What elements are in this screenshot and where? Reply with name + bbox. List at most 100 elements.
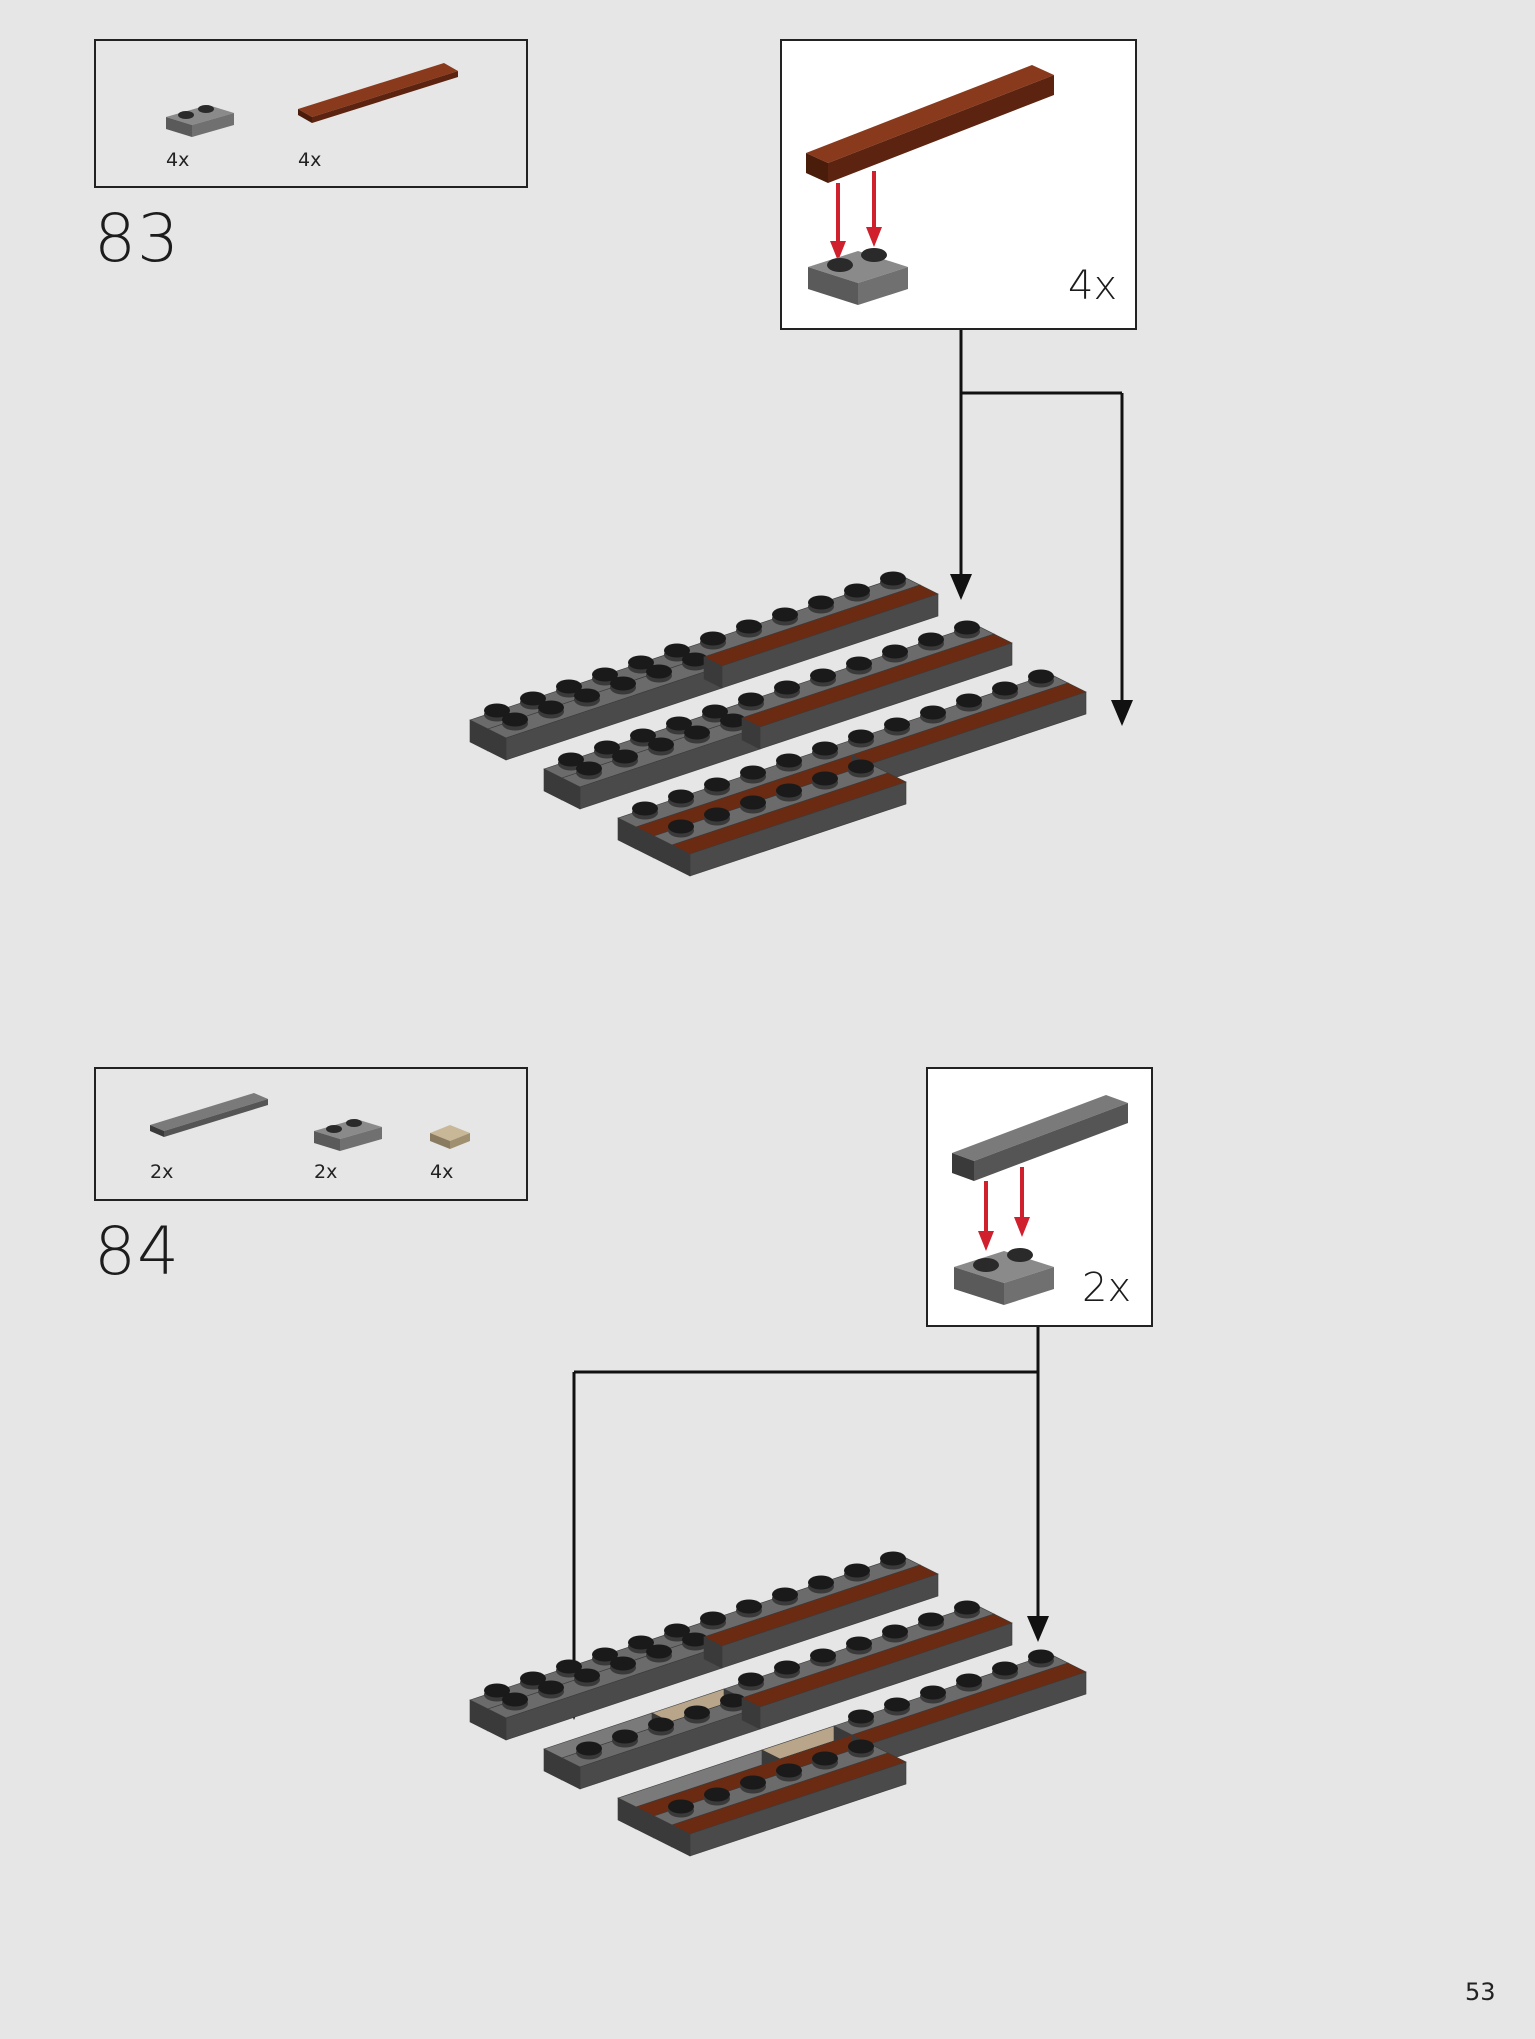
brown-tile-end bbox=[635, 1806, 655, 1839]
plate-1x2-gray-icon bbox=[166, 105, 234, 137]
stud bbox=[844, 587, 870, 602]
part-quantity: 2x bbox=[314, 1161, 338, 1183]
stud-top bbox=[628, 655, 654, 670]
stud-top bbox=[740, 765, 766, 780]
stud bbox=[576, 1745, 602, 1760]
stud-top bbox=[736, 1599, 762, 1614]
stud bbox=[776, 1767, 802, 1782]
step-number: 84 bbox=[94, 1213, 180, 1290]
plate-row-side bbox=[487, 584, 921, 752]
stud-top bbox=[592, 667, 618, 682]
stud-top bbox=[720, 1693, 746, 1708]
stud-top bbox=[992, 1661, 1018, 1676]
gray-tile-top bbox=[543, 1712, 671, 1759]
stud-top bbox=[740, 1775, 766, 1790]
plate-row-end bbox=[487, 728, 507, 761]
brown-tile-side bbox=[689, 781, 907, 877]
plate-row-side bbox=[741, 1613, 995, 1721]
plate-row-side bbox=[505, 1645, 723, 1741]
stud-top bbox=[810, 1648, 836, 1663]
stud bbox=[668, 823, 694, 838]
plate-row-end bbox=[561, 1757, 581, 1790]
stud bbox=[484, 707, 510, 722]
brown-tile-top bbox=[851, 1662, 1087, 1745]
brown-tile-side bbox=[759, 1622, 1013, 1730]
stud-top bbox=[538, 700, 564, 715]
brown-tile-top bbox=[703, 584, 939, 667]
stud-top bbox=[612, 749, 638, 764]
stud bbox=[812, 1755, 838, 1770]
stud bbox=[648, 741, 674, 756]
stud bbox=[954, 624, 980, 639]
stud-top bbox=[520, 1671, 546, 1686]
stud bbox=[594, 744, 620, 759]
brown-tile-end bbox=[671, 844, 691, 877]
stud-top bbox=[992, 681, 1018, 696]
stud-top bbox=[772, 607, 798, 622]
stud bbox=[556, 1663, 582, 1678]
stud bbox=[664, 1627, 690, 1642]
plate-row-end bbox=[561, 777, 581, 810]
stud-top bbox=[848, 1739, 874, 1754]
brown-tile-top bbox=[851, 682, 1087, 765]
stud-top bbox=[808, 1575, 834, 1590]
plate-row-side bbox=[487, 1564, 921, 1732]
stud-top bbox=[502, 1692, 528, 1707]
stud-top bbox=[918, 1612, 944, 1627]
stud bbox=[776, 787, 802, 802]
stud bbox=[700, 1615, 726, 1630]
stud-top bbox=[684, 1705, 710, 1720]
stud bbox=[682, 1636, 708, 1651]
tile-1x1-tan-icon bbox=[430, 1125, 470, 1149]
stud-top bbox=[776, 1763, 802, 1778]
stud bbox=[538, 704, 564, 719]
part-quantity: 4x bbox=[166, 149, 190, 171]
plate-row-side bbox=[671, 1752, 889, 1848]
stud-top bbox=[1028, 669, 1054, 684]
stud-top bbox=[646, 1644, 672, 1659]
stud-top bbox=[664, 1623, 690, 1638]
part-quantity: 2x bbox=[150, 1161, 174, 1183]
stud bbox=[576, 765, 602, 780]
stud bbox=[612, 753, 638, 768]
plate-row-top bbox=[833, 1653, 1069, 1736]
plate-row-top bbox=[617, 673, 1069, 828]
stud bbox=[956, 1677, 982, 1692]
tan-tile-end bbox=[761, 1749, 781, 1782]
stud-top bbox=[666, 716, 692, 731]
stud-top bbox=[682, 1632, 708, 1647]
brown-tile-side bbox=[653, 1743, 871, 1839]
brown-tile-end bbox=[703, 656, 723, 689]
stud-top bbox=[918, 632, 944, 647]
plate-row-top bbox=[469, 575, 921, 730]
stud bbox=[740, 799, 766, 814]
stud bbox=[704, 781, 730, 796]
stud-top bbox=[610, 1656, 636, 1671]
stud-top bbox=[956, 1673, 982, 1688]
stud-top bbox=[774, 1660, 800, 1675]
stud-top bbox=[812, 741, 838, 756]
stud bbox=[848, 1743, 874, 1758]
tan-tile-side bbox=[669, 1697, 743, 1745]
tan-tile-top bbox=[651, 1688, 743, 1723]
stud-top bbox=[720, 713, 746, 728]
plate-row-end bbox=[487, 1708, 507, 1741]
gray-tile-end bbox=[617, 1797, 637, 1830]
tan-tile-side bbox=[779, 1734, 853, 1782]
subassembly-multiplier: 4x bbox=[1068, 263, 1118, 309]
stud bbox=[520, 1675, 546, 1690]
plate-row-top bbox=[561, 717, 761, 788]
brown-tile-top bbox=[635, 1734, 871, 1817]
stud bbox=[774, 1664, 800, 1679]
stud-top bbox=[576, 761, 602, 776]
step-number: 83 bbox=[94, 200, 180, 277]
stud-top bbox=[884, 717, 910, 732]
subassembly-callout-step-84: 2x bbox=[926, 1067, 1153, 1327]
stud-top bbox=[648, 737, 674, 752]
stud bbox=[612, 1733, 638, 1748]
stud-top bbox=[846, 656, 872, 671]
stud bbox=[848, 1713, 874, 1728]
stud-top bbox=[776, 753, 802, 768]
